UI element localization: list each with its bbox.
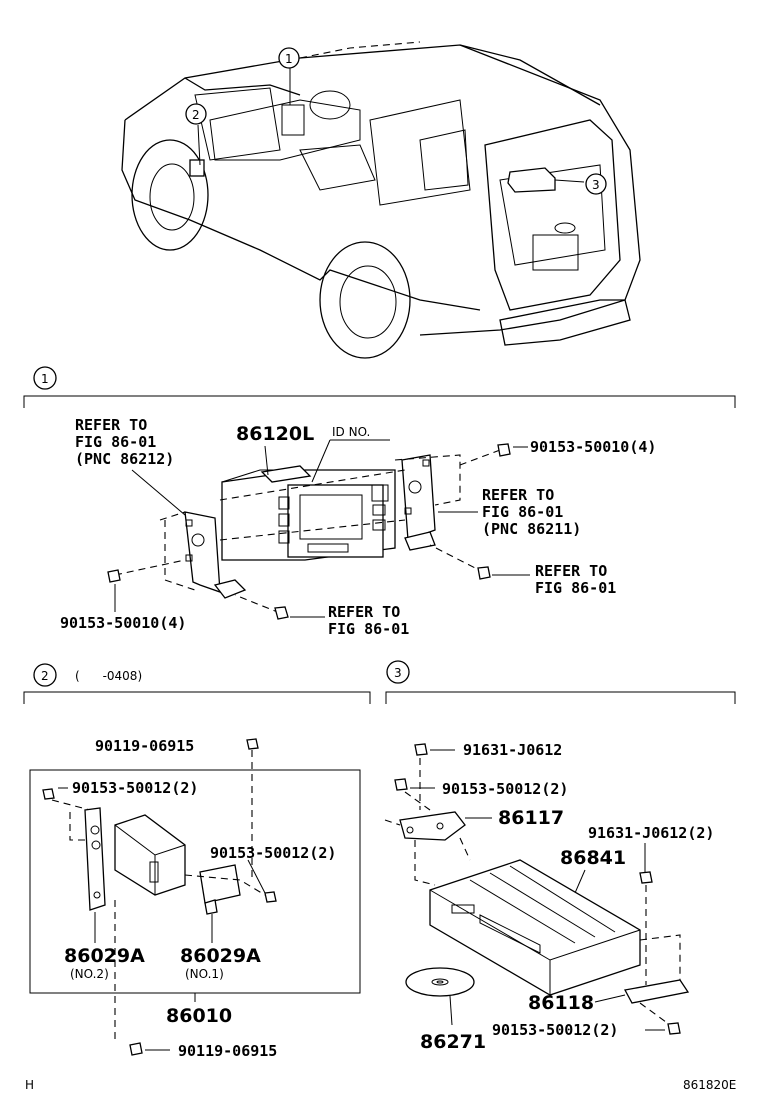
refer-bolt-bottom-line2: FIG 86-01 (328, 620, 409, 638)
section-1-callout (33, 366, 57, 390)
section-3-callout-label: 3 (394, 666, 402, 680)
section-1-frame (23, 395, 736, 408)
right-bracket-illustration (401, 454, 436, 551)
amplifier-illustration (114, 814, 186, 896)
refer-left-line3: (PNC 86212) (75, 450, 174, 468)
cd-changer-illustration (429, 859, 681, 996)
callout-1-vehicle-label: 1 (285, 52, 293, 66)
bracket-no2-note: (NO.2) (70, 967, 109, 981)
part-86841: 86841 (560, 847, 626, 869)
part-86029A-no2: 86029A (64, 945, 145, 967)
id-no-label: ID NO. (332, 425, 370, 439)
bracket-no1-note: (NO.1) (185, 967, 224, 981)
bracket-86117-illustration (399, 811, 466, 841)
callout-2-vehicle-label: 2 (192, 108, 200, 122)
refer-bolt-right-line2: FIG 86-01 (535, 579, 616, 597)
left-bracket-illustration (184, 511, 247, 599)
section-2-callout-label: 2 (41, 669, 49, 683)
bolt-90153-50012-box-right: 90153-50012(2) (210, 844, 336, 862)
callout-3-vehicle-label: 3 (592, 178, 600, 192)
bracket-no1-illustration (199, 864, 241, 904)
section-2-range: ( -0408) (75, 669, 142, 683)
bracket-86118-illustration (624, 979, 690, 1004)
screw-91631-J0612-right: 91631-J0612(2) (588, 824, 714, 842)
section-2-callout (33, 663, 57, 687)
bolt-illustration (107, 443, 511, 620)
part-86010: 86010 (166, 1005, 232, 1027)
figure-code: 861820E (683, 1078, 736, 1092)
section-1-callout-label: 1 (41, 372, 49, 386)
disc-illustration (405, 967, 475, 997)
part-86117: 86117 (498, 807, 564, 829)
refer-right-line3: (PNC 86211) (482, 520, 581, 538)
callout-3-vehicle (585, 173, 607, 195)
footer-left-code: H (25, 1078, 34, 1092)
bolt-90153-50012-box-left: 90153-50012(2) (72, 779, 198, 797)
screw-91631-J0612-top: 91631-J0612 (463, 741, 562, 759)
bolt-90153-50010-left: 90153-50010(4) (60, 614, 186, 632)
vehicle-illustration (121, 41, 641, 359)
bolt-90119-06915-bottom: 90119-06915 (178, 1042, 277, 1060)
part-86118: 86118 (528, 992, 594, 1014)
callout-2-vehicle (185, 103, 207, 125)
refer-bolt-right-line1: REFER TO (535, 562, 607, 580)
callout-1-vehicle (278, 47, 300, 69)
refer-left-line2: FIG 86-01 (75, 433, 156, 451)
bracket-no2-illustration (84, 807, 106, 911)
part-86120L: 86120L (236, 423, 314, 445)
refer-right-line1: REFER TO (482, 486, 554, 504)
bolt-90153-50012-bottom: 90153-50012(2) (492, 1021, 618, 1039)
refer-right-line2: FIG 86-01 (482, 503, 563, 521)
section-3-callout (386, 660, 410, 684)
head-unit-illustration (221, 465, 396, 561)
bolt-90153-50012-top: 90153-50012(2) (442, 780, 568, 798)
part-86029A-no1: 86029A (180, 945, 261, 967)
section-3-frame (385, 691, 736, 704)
part-86271: 86271 (420, 1031, 486, 1053)
bolt-90119-06915-top: 90119-06915 (95, 737, 194, 755)
refer-left-line1: REFER TO (75, 416, 147, 434)
bolt-90153-50010-top: 90153-50010(4) (530, 438, 656, 456)
refer-bolt-bottom-line1: REFER TO (328, 603, 400, 621)
section-2-frame (23, 691, 371, 704)
